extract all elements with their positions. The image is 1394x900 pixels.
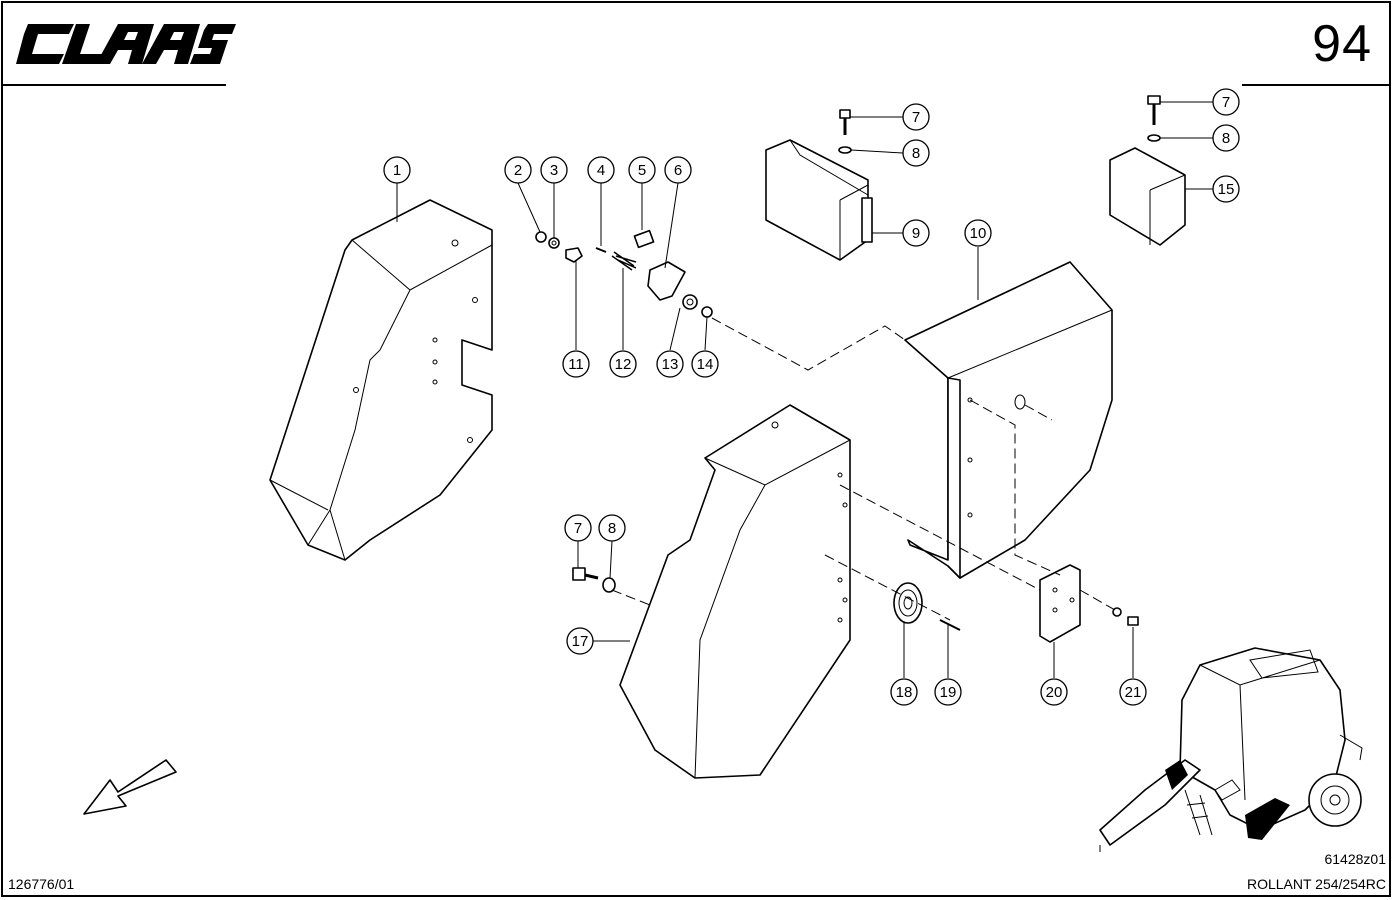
callout-20: 20 — [1040, 678, 1068, 706]
svg-text:7: 7 — [1222, 94, 1230, 111]
part-12-spring — [611, 251, 637, 271]
claas-logo — [16, 24, 236, 64]
callout-18: 18 — [890, 678, 918, 706]
svg-text:8: 8 — [1222, 130, 1230, 147]
svg-text:17: 17 — [572, 633, 589, 650]
callout-9: 9 — [902, 219, 930, 247]
svg-text:8: 8 — [608, 520, 616, 537]
callout-3: 3 — [540, 156, 568, 184]
callout-19: 19 — [934, 678, 962, 706]
callout-2: 2 — [504, 156, 532, 184]
callout-1: 1 — [383, 156, 411, 184]
part-7-bolt-right — [1147, 95, 1161, 125]
svg-text:7: 7 — [574, 520, 582, 537]
assembly-lines — [611, 317, 1116, 621]
svg-text:14: 14 — [697, 356, 714, 373]
svg-text:10: 10 — [970, 225, 987, 242]
part-8-washer-lower — [602, 577, 616, 593]
callout-4: 4 — [587, 156, 615, 184]
svg-text:20: 20 — [1046, 684, 1063, 701]
svg-text:9: 9 — [912, 225, 920, 242]
part-21-screw — [1112, 607, 1139, 626]
svg-text:5: 5 — [638, 162, 646, 179]
callout-5: 5 — [628, 156, 656, 184]
document-reference: 126776/01 — [8, 876, 75, 892]
baler-location-thumbnail — [1099, 647, 1363, 852]
part-15-bracket — [1109, 147, 1186, 246]
svg-text:3: 3 — [550, 162, 558, 179]
part-18-grommet — [893, 582, 923, 624]
part-14-clip — [701, 306, 713, 318]
page-number: 94 — [1312, 15, 1372, 73]
header-rule-right — [1242, 84, 1390, 86]
svg-text:12: 12 — [615, 356, 632, 373]
svg-text:18: 18 — [896, 684, 913, 701]
part-9-bracket — [765, 139, 873, 261]
callout-8-lower: 8 — [598, 514, 626, 542]
part-6-latch — [647, 261, 686, 301]
part-11-screw — [565, 247, 583, 263]
part-8-washer-top — [838, 146, 852, 154]
part-2-nut — [535, 231, 547, 243]
leader-lines — [396, 101, 1213, 678]
svg-text:4: 4 — [597, 162, 605, 179]
part-4-pin — [595, 247, 607, 253]
svg-text:8: 8 — [912, 145, 920, 162]
part-10-right-cover — [904, 261, 1113, 579]
callout-15: 15 — [1212, 175, 1240, 203]
svg-text:6: 6 — [674, 162, 682, 179]
svg-text:7: 7 — [912, 109, 920, 126]
svg-text:15: 15 — [1218, 181, 1235, 198]
direction-arrow-icon — [83, 759, 177, 815]
callout-13: 13 — [656, 350, 684, 378]
callout-11: 11 — [562, 350, 590, 378]
callout-8-right: 8 — [1212, 124, 1240, 152]
part-7-bolt-lower — [572, 567, 599, 581]
part-13-washer — [682, 294, 698, 310]
callout-7-lower: 7 — [564, 514, 592, 542]
part-1-left-cover — [269, 199, 493, 561]
part-5-bushing — [633, 229, 655, 249]
callout-21: 21 — [1119, 678, 1147, 706]
part-7-bolt-top — [839, 109, 851, 135]
svg-text:21: 21 — [1125, 684, 1142, 701]
drawing-reference: 61428z01 — [1324, 851, 1386, 867]
svg-text:11: 11 — [568, 356, 584, 373]
svg-text:1: 1 — [393, 162, 401, 179]
part-19-pin — [939, 619, 961, 631]
callout-14: 14 — [691, 350, 719, 378]
callout-17: 17 — [566, 627, 594, 655]
part-20-hinge — [1039, 564, 1081, 643]
callout-7-right: 7 — [1212, 88, 1240, 116]
part-8-washer-right — [1147, 134, 1161, 142]
callout-8-top: 8 — [902, 139, 930, 167]
part-3-washer — [548, 237, 560, 249]
callout-12: 12 — [609, 350, 637, 378]
callout-7-top: 7 — [902, 103, 930, 131]
svg-text:2: 2 — [514, 162, 522, 179]
svg-text:13: 13 — [662, 356, 679, 373]
callout-6: 6 — [664, 156, 692, 184]
callout-10: 10 — [964, 219, 992, 247]
header-rule-left — [2, 84, 226, 86]
part-17-middle-cover — [619, 404, 851, 779]
svg-text:19: 19 — [940, 684, 957, 701]
model-name: ROLLANT 254/254RC — [1246, 876, 1386, 892]
